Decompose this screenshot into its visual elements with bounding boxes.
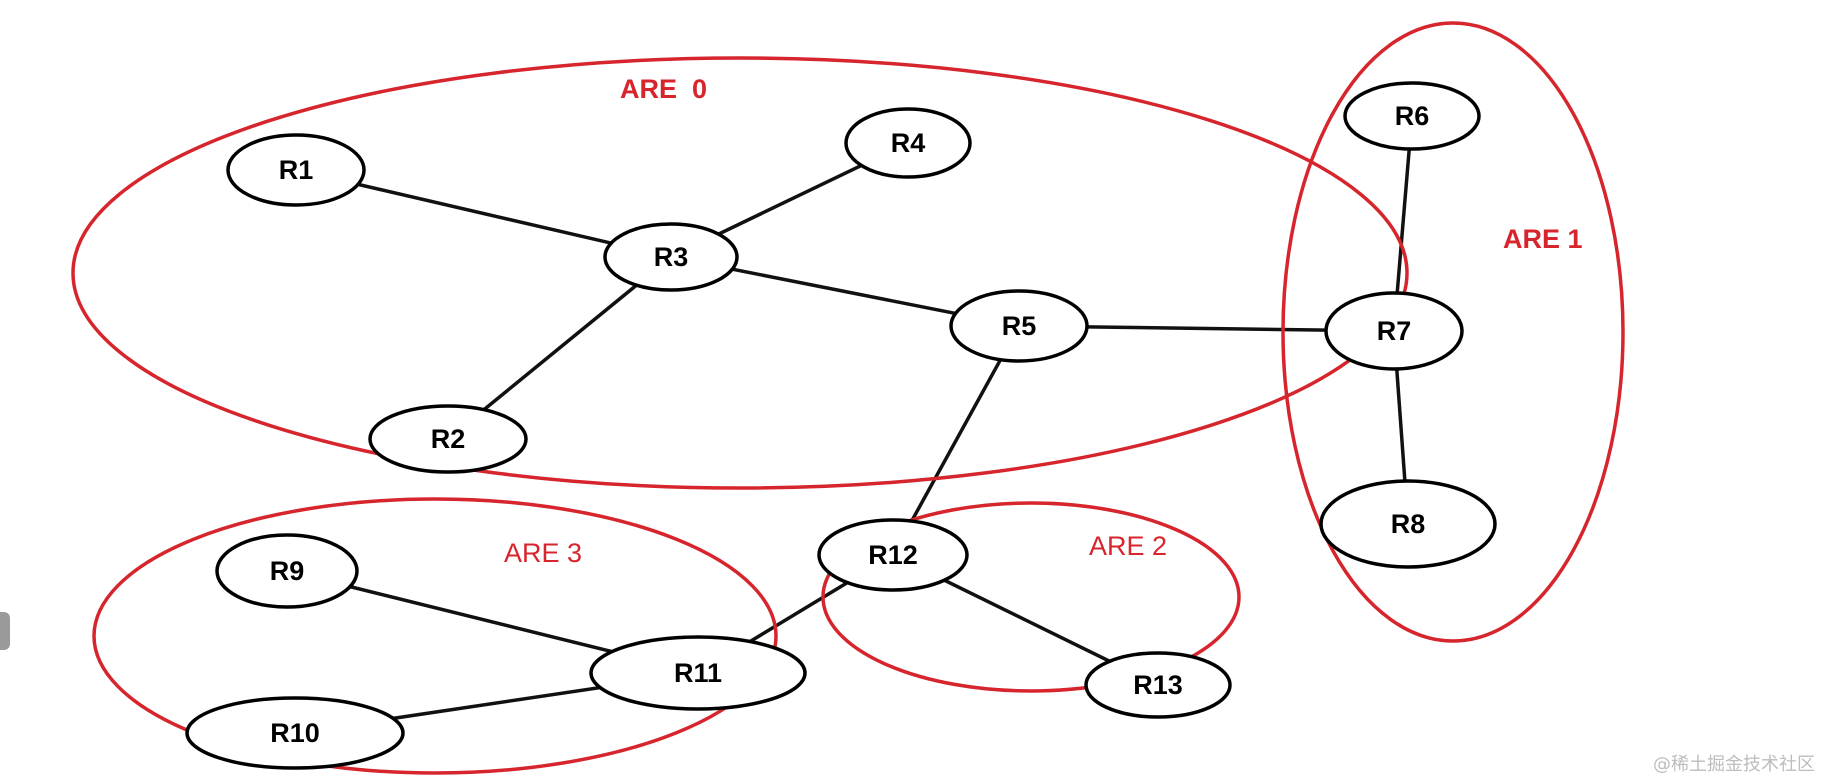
router-r11: R11 bbox=[589, 635, 807, 711]
router-label: R6 bbox=[1395, 101, 1430, 131]
areas-layer bbox=[71, 21, 1625, 775]
router-node bbox=[1343, 81, 1481, 151]
area-0-boundary bbox=[71, 56, 1409, 490]
area-labels-layer: ARE 0 ARE 1 ARE 2 ARE 3 bbox=[504, 74, 1583, 568]
area-1-boundary bbox=[1281, 21, 1625, 643]
router-r5: R5 bbox=[949, 289, 1089, 363]
watermark: @稀土掘金技术社区 bbox=[1653, 754, 1815, 775]
router-label: R13 bbox=[1133, 670, 1183, 700]
router-r8: R8 bbox=[1319, 479, 1497, 569]
router-label: R12 bbox=[868, 540, 918, 570]
router-r2: R2 bbox=[368, 404, 528, 474]
link-r5-r12 bbox=[891, 325, 1021, 556]
router-node bbox=[1319, 479, 1497, 569]
router-r9: R9 bbox=[215, 533, 359, 609]
router-r7: R7 bbox=[1324, 291, 1464, 371]
router-label: R3 bbox=[654, 242, 689, 272]
router-node bbox=[368, 404, 528, 474]
router-label: R4 bbox=[891, 128, 926, 158]
router-node bbox=[817, 518, 969, 592]
router-node bbox=[589, 635, 807, 711]
router-node bbox=[1084, 651, 1232, 719]
router-node bbox=[1324, 291, 1464, 371]
router-r3: R3 bbox=[603, 222, 739, 292]
router-node bbox=[603, 222, 739, 292]
area-1-label: ARE 1 bbox=[1503, 224, 1583, 254]
router-r1: R1 bbox=[226, 133, 366, 207]
router-label: R9 bbox=[270, 556, 305, 586]
router-r6: R6 bbox=[1343, 81, 1481, 151]
router-node bbox=[949, 289, 1089, 363]
router-r13: R13 bbox=[1084, 651, 1232, 719]
area-0-label: ARE 0 bbox=[620, 74, 707, 104]
area-3-label: ARE 3 bbox=[504, 538, 582, 568]
router-node bbox=[844, 107, 972, 179]
router-r10: R10 bbox=[185, 696, 405, 770]
router-node bbox=[215, 533, 359, 609]
scroll-handle[interactable] bbox=[0, 612, 10, 650]
router-label: R10 bbox=[270, 718, 320, 748]
router-node bbox=[185, 696, 405, 770]
router-node bbox=[226, 133, 366, 207]
router-label: R2 bbox=[431, 424, 466, 454]
router-label: R5 bbox=[1002, 311, 1037, 341]
area-2-label: ARE 2 bbox=[1089, 531, 1167, 561]
router-label: R11 bbox=[674, 658, 722, 688]
router-r4: R4 bbox=[844, 107, 972, 179]
router-label: R8 bbox=[1391, 509, 1426, 539]
router-label: R7 bbox=[1377, 316, 1412, 346]
router-r12: R12 bbox=[817, 518, 969, 592]
area-3-boundary bbox=[92, 497, 778, 775]
area-2-boundary bbox=[821, 501, 1241, 693]
router-label: R1 bbox=[279, 155, 314, 185]
